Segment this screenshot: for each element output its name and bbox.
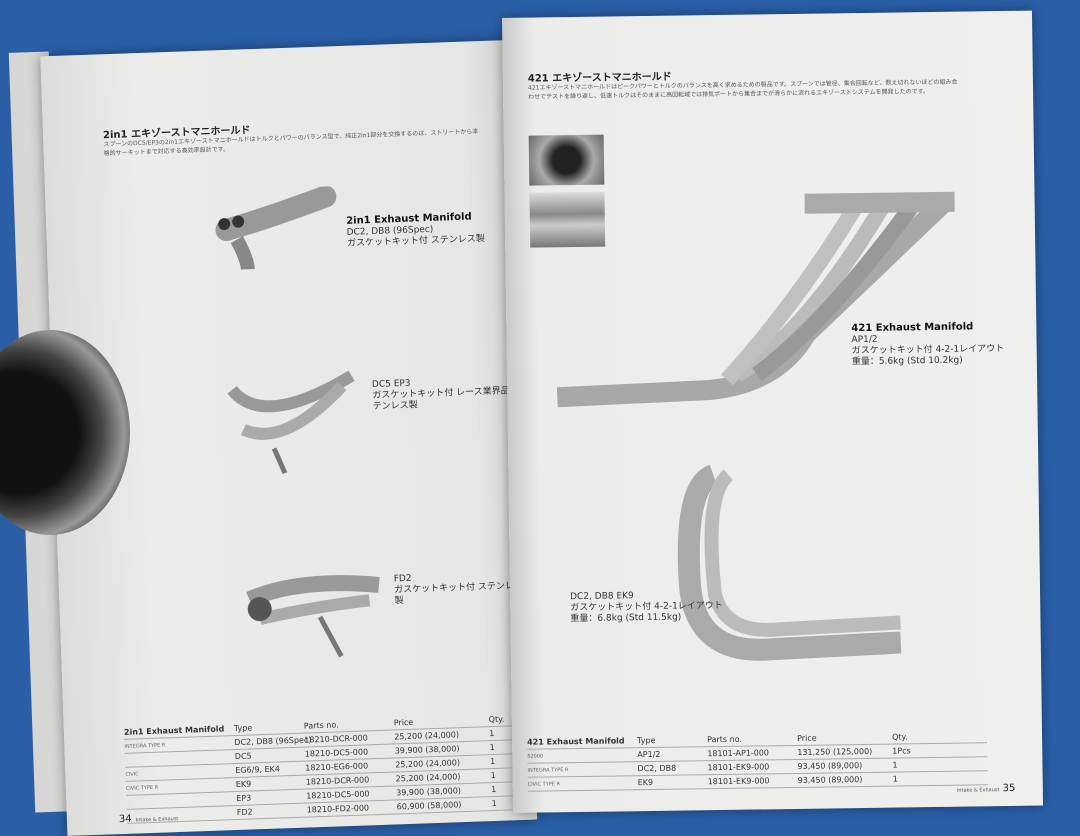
manifold-photo-dc2 [215,185,337,270]
page-number: 34 [118,813,132,826]
product-title: 421 Exhaust Manifold [851,321,974,335]
price: 39,900 [396,787,425,798]
price-cell: 25,200 (24,000) [396,771,491,783]
price-excl-tax: (58,000) [427,800,462,811]
part-number-cell: 18210-DC5-000 [306,789,370,801]
price-cell: 131,250 (125,000) [797,747,892,757]
model-cell: INTEGRA TYPE R [527,766,569,774]
manifold-photo-dc5 [227,370,355,475]
price: 39,900 [394,745,423,756]
left-page: 2in1 エキゾーストマニホールド スプーンのDC5/EP3の2in1エキゾース… [40,40,538,836]
column-header: Qty. [892,732,908,742]
part-number-cell: 18210-DCR-000 [305,775,370,787]
column-header: Type [637,735,656,746]
type-cell: DC5 [234,751,252,762]
table-title: 421 Exhaust Manifold [527,736,625,747]
part-number-cell: 18210-DCR-000 [304,733,368,745]
price: 60,900 [396,801,425,812]
part-number-cell: 18101-EK9-000 [707,762,770,773]
type-cell: FD2 [236,807,253,818]
right-page-footer: Intake & Exhaust 35 [953,783,1016,795]
price-excl-tax: (89,000) [828,775,863,785]
column-header: Price [797,733,817,743]
price-excl-tax: (89,000) [827,761,863,771]
price: 131,250 [797,747,831,757]
product-label-ek9: DC2, DB8 EK9 ガスケットキット付 4-2-1レイアウト 重量：6.8… [570,590,723,625]
price-cell: 39,900 (38,000) [396,785,491,797]
column-header: Type [233,723,253,734]
column-header: Price [393,717,414,728]
product-label-dc5: DC5 EP3 ガスケットキット付 レース業界品 ステンレス製 [372,375,523,413]
section-name: Intake & Exhaust [135,816,179,824]
model-cell: CIVIC TYPE R [527,780,561,788]
model-cell [125,757,235,761]
product-title: 2in1 Exhaust Manifold [346,211,472,227]
product-models: AP1/2 [851,334,878,346]
price-cell: 25,200 (24,000) [395,757,490,769]
section-name: Intake & Exhaust [956,787,1000,794]
right-spec-table: 421 Exhaust Manifold Type Parts no. Price Qt… [527,729,988,792]
model-cell: CIVIC TYPE R [125,784,159,792]
column-header: Parts no. [707,734,743,745]
table-title: 2in1 Exhaust Manifold [123,724,225,737]
price-excl-tax: (38,000) [426,786,462,797]
model-cell [126,799,236,803]
product-note: ガスケットキット付 4-2-1レイアウト [570,600,723,614]
part-number-cell: 18210-EG6-000 [305,761,369,773]
price-excl-tax: (125,000) [832,746,873,757]
qty-cell: 1Pcs [892,746,911,756]
part-number-cell: 18210-FD2-000 [306,803,370,815]
model-cell: S2000 [527,752,544,760]
price-cell: 60,900 (58,000) [397,799,492,811]
type-cell: EK9 [235,779,252,790]
type-cell: EP3 [236,793,252,804]
price: 93,450 [797,761,826,771]
price-excl-tax: (24,000) [425,758,461,769]
product-models: DC5 EP3 [371,378,411,391]
part-number-cell: 18101-AP1-000 [707,748,770,759]
part-number-cell: 18101-EK9-000 [707,776,770,787]
price-cell: 93,450 (89,000) [797,761,892,771]
type-cell: EG6/9, EK4 [235,764,281,776]
model-cell: CIVIC [125,770,139,778]
price-excl-tax: (24,000) [426,772,461,783]
camera-lens-object [0,330,130,535]
manifold-photo-s2000 [556,191,955,408]
type-cell: EK9 [637,777,654,788]
product-models: FD2 [393,573,412,585]
product-label-s2000: 421 Exhaust Manifold AP1/2 ガスケットキット付 4-2… [851,321,1004,368]
price-cell: 39,900 (38,000) [395,743,490,755]
product-models: DC2, DB8 EK9 [570,591,634,603]
price: 25,200 [395,773,424,784]
product-weight: 重量：5.6kg (Std 10.2kg) [851,355,963,368]
type-cell: DC2, DB8 [637,763,677,774]
price-cell: 93,450 (89,000) [798,775,893,785]
column-header: Parts no. [303,720,339,731]
manifold-photo-fd2 [246,575,380,658]
price-excl-tax: (24,000) [424,730,460,741]
page-number: 35 [1002,782,1016,795]
type-cell: DC2, DB8 (96Spec) [234,735,312,748]
detail-photo-flange [528,134,605,186]
qty-cell: 1 [892,774,898,784]
price-cell: 25,200 (24,000) [394,729,489,741]
manifold-photo-ek9 [677,464,902,661]
qty-cell: 1 [892,760,898,770]
product-label-dc2: 2in1 Exhaust Manifold DC2, DB8 (96Spec) … [346,211,485,250]
right-page: 421 エキゾーストマニホールド 421エキゾーストマニホールドはピークパワーと… [502,10,1044,813]
product-note: ガスケットキット付 レース業界品 ステンレス製 [372,385,522,413]
product-note: ガスケットキット付 4-2-1レイアウト [851,344,1005,357]
product-weight: 重量：6.8kg (Std 11.5kg) [570,612,682,625]
part-number-cell: 18210-DC5-000 [304,747,369,759]
price-excl-tax: (38,000) [425,744,460,755]
product-note: ガスケットキット付 ステンレス製 [393,580,524,607]
type-cell: AP1/2 [637,749,661,760]
price: 93,450 [797,775,826,785]
price: 25,200 [395,759,424,770]
price: 25,200 [394,731,423,742]
model-cell: INTEGRA TYPE R [124,741,166,750]
